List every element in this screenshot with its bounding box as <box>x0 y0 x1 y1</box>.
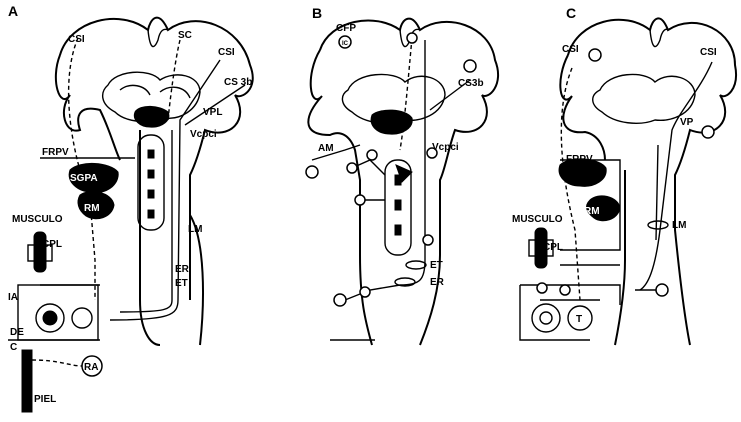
panel-a-musculo-label: MUSCULO <box>12 214 63 225</box>
panel-a-ia-label: IA <box>8 292 18 303</box>
panel-b: B IC CFP CS3b AM Vcpci ET <box>306 5 498 345</box>
panel-a-c-label: C <box>10 342 17 353</box>
panel-a-piel-strip <box>22 350 32 412</box>
panel-a-vpl-label: VPL <box>203 107 222 118</box>
panel-b-core <box>371 110 412 134</box>
panel-b-bottom-node <box>334 294 346 306</box>
panel-a-dorsal-ganglion-inner <box>43 311 57 325</box>
panel-a: A CSI <box>8 3 253 412</box>
panel-c-t-label: T <box>576 314 582 325</box>
panel-c-lm-label: LM <box>672 220 686 231</box>
panel-a-vcpci-label: Vcpci <box>190 129 217 140</box>
panel-c-midline-sulcus <box>650 29 668 46</box>
panel-a-vpl-core <box>134 106 169 127</box>
panel-a-csi-right-label: CSI <box>218 47 235 58</box>
panel-b-am-label: AM <box>318 143 334 154</box>
panel-c-lm-ellipse <box>648 221 668 229</box>
panel-b-et-label: ET <box>430 260 443 271</box>
panel-b-mid-node-1 <box>347 163 357 173</box>
panel-b-letter: B <box>312 5 322 21</box>
panel-c: C CSI CSI VP FRPV RM MUSCULO <box>512 5 736 345</box>
panel-c-vp-node <box>702 126 714 138</box>
panel-c-spinal-circle-left-inner <box>540 312 552 324</box>
panel-b-lower-branch <box>345 285 400 300</box>
panel-b-mid-node-2 <box>367 150 377 160</box>
panel-c-low-node-1 <box>537 283 547 293</box>
panel-a-sc-tract <box>168 40 180 120</box>
panel-a-piel-label: PIEL <box>34 394 56 405</box>
panel-a-rm-label: RM <box>84 203 100 214</box>
panel-a-cpl-label: CPL <box>42 239 62 250</box>
panel-a-sc-label: SC <box>178 30 192 41</box>
panel-b-ic-node-label: IC <box>342 41 349 47</box>
panel-a-et-label: ET <box>175 278 188 289</box>
panel-c-csi-left-label: CSI <box>562 44 579 55</box>
panel-c-frpv-label: FRPV <box>566 154 593 165</box>
panel-b-cs3b-node <box>464 60 476 72</box>
panel-c-csi-right-label: CSI <box>700 47 717 58</box>
panel-a-letter: A <box>8 3 18 19</box>
panel-c-rm-label: RM <box>584 206 600 217</box>
panel-b-am-node <box>306 166 318 178</box>
panel-c-spinal-circle-left <box>532 304 560 332</box>
panel-a-ventral-node <box>72 308 92 328</box>
panel-c-right-node <box>656 284 668 296</box>
panel-c-top-node <box>589 49 601 61</box>
panel-b-column-chain <box>395 175 401 235</box>
panel-a-cs3b-tract <box>185 85 245 125</box>
panel-a-csi-left-label: CSI <box>68 34 85 45</box>
panel-a-musculo-spindle <box>28 232 52 272</box>
panel-a-lm-label: LM <box>188 224 202 235</box>
panel-a-piel-fiber <box>32 360 82 366</box>
panel-a-sgpa-label: SGPA <box>70 173 98 184</box>
panel-b-cs3b-label: CS3b <box>458 78 484 89</box>
panel-b-er-label: ER <box>430 277 445 288</box>
panel-a-de-label: DE <box>10 327 24 338</box>
panel-a-er-label: ER <box>175 264 190 275</box>
panel-b-et-ellipse <box>406 261 426 269</box>
panel-a-brainstem <box>140 130 190 345</box>
panel-a-ra-label: RA <box>84 362 98 373</box>
panel-b-low-node <box>360 287 370 297</box>
panel-a-cs3b-label: CS 3b <box>224 77 252 88</box>
panel-c-musculo-label: MUSCULO <box>512 214 563 225</box>
panel-c-low-node-2 <box>560 285 570 295</box>
panel-a-column-chain <box>148 150 154 218</box>
panel-c-letter: C <box>566 5 576 21</box>
panel-c-cpl-label: CPL <box>543 242 563 253</box>
panel-c-vp-label: VP <box>680 117 694 128</box>
panel-a-spinal-box <box>18 285 98 340</box>
panel-a-midline-sulcus <box>148 29 168 46</box>
panel-b-right-node-2 <box>423 235 433 245</box>
panel-a-frpv-label: FRPV <box>42 147 69 158</box>
panel-b-vcpci-label: Vcpci <box>432 142 459 153</box>
panel-b-left-node <box>355 195 365 205</box>
panel-b-cfp-label: CFP <box>336 23 356 34</box>
panel-b-cfp-dashed <box>400 38 412 150</box>
panel-c-lm-tract <box>656 145 658 240</box>
panel-b-top-node <box>407 33 417 43</box>
